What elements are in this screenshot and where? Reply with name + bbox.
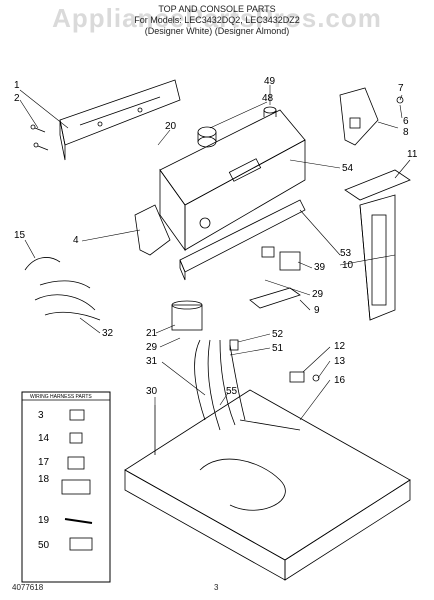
callout-9: 9 — [314, 305, 320, 316]
console-panel-drawing — [159, 109, 306, 252]
small-clip-drawing — [289, 371, 320, 383]
wiring-item-3: 3 — [38, 410, 44, 421]
callout-49: 49 — [264, 76, 276, 87]
callout-1: 1 — [14, 80, 20, 91]
wiring-item-17: 17 — [38, 457, 50, 468]
watermark: AppliancePartsPros.com — [52, 3, 382, 33]
callout-4: 4 — [73, 235, 79, 246]
console-support-drawing — [179, 199, 306, 281]
console-bracket-drawing — [59, 79, 181, 161]
wiring-item-18: 18 — [38, 474, 50, 485]
wiring-harness-box: WIRING HARNESS PARTS — [21, 391, 111, 583]
callout-31: 31 — [146, 356, 158, 367]
callout-11: 11 — [407, 149, 418, 160]
callout-15: 15 — [14, 230, 26, 241]
left-endcap-drawing — [134, 204, 171, 256]
wiring-box-title: WIRING HARNESS PARTS — [30, 394, 92, 400]
wiring-item-19: 19 — [38, 515, 50, 526]
callout-32: 32 — [102, 328, 114, 339]
callout-52: 52 — [272, 329, 284, 340]
callout-20: 20 — [165, 121, 177, 132]
callout-7: 7 — [398, 83, 404, 94]
leader-lines — [19, 85, 411, 421]
callout-39: 39 — [314, 262, 326, 273]
timer-drawing — [171, 300, 203, 331]
wiring-item-50: 50 — [38, 540, 50, 551]
callout-29-lower: 29 — [146, 342, 158, 353]
callout-12: 12 — [334, 341, 346, 352]
callout-54: 54 — [342, 163, 354, 174]
top-cover-drawing — [124, 389, 411, 581]
callout-labels: 1 2 20 49 48 54 7 6 8 11 15 4 53 39 10 2… — [14, 76, 418, 551]
callout-30: 30 — [146, 386, 158, 397]
wire-harness-drawing — [194, 339, 246, 431]
callout-2: 2 — [14, 93, 20, 104]
models-line: For Models: LEC3432DQ2, LEC3432DZ2 — [134, 15, 300, 25]
callout-53: 53 — [340, 248, 352, 259]
callout-51: 51 — [272, 343, 284, 354]
callout-48: 48 — [262, 93, 274, 104]
knob-drawing — [197, 106, 277, 148]
variants-line: (Designer White) (Designer Almond) — [144, 26, 290, 36]
part-number: 4077618 — [12, 583, 44, 592]
callout-8: 8 — [403, 127, 409, 138]
page-number: 3 — [214, 583, 219, 592]
callout-55: 55 — [226, 386, 238, 397]
callout-29: 29 — [312, 289, 324, 300]
switch-drawing — [249, 246, 301, 309]
wiring-item-14: 14 — [38, 433, 50, 444]
callout-21: 21 — [146, 328, 158, 339]
right-endcap-drawing — [339, 87, 404, 146]
side-panel-drawing — [344, 169, 411, 321]
diagram-title: TOP AND CONSOLE PARTS — [158, 4, 276, 14]
callout-10: 10 — [342, 260, 354, 271]
loose-wires-drawing — [24, 257, 101, 321]
callout-13: 13 — [334, 356, 346, 367]
callout-6: 6 — [403, 116, 409, 127]
callout-16: 16 — [334, 375, 346, 386]
screws-drawing — [30, 124, 49, 151]
